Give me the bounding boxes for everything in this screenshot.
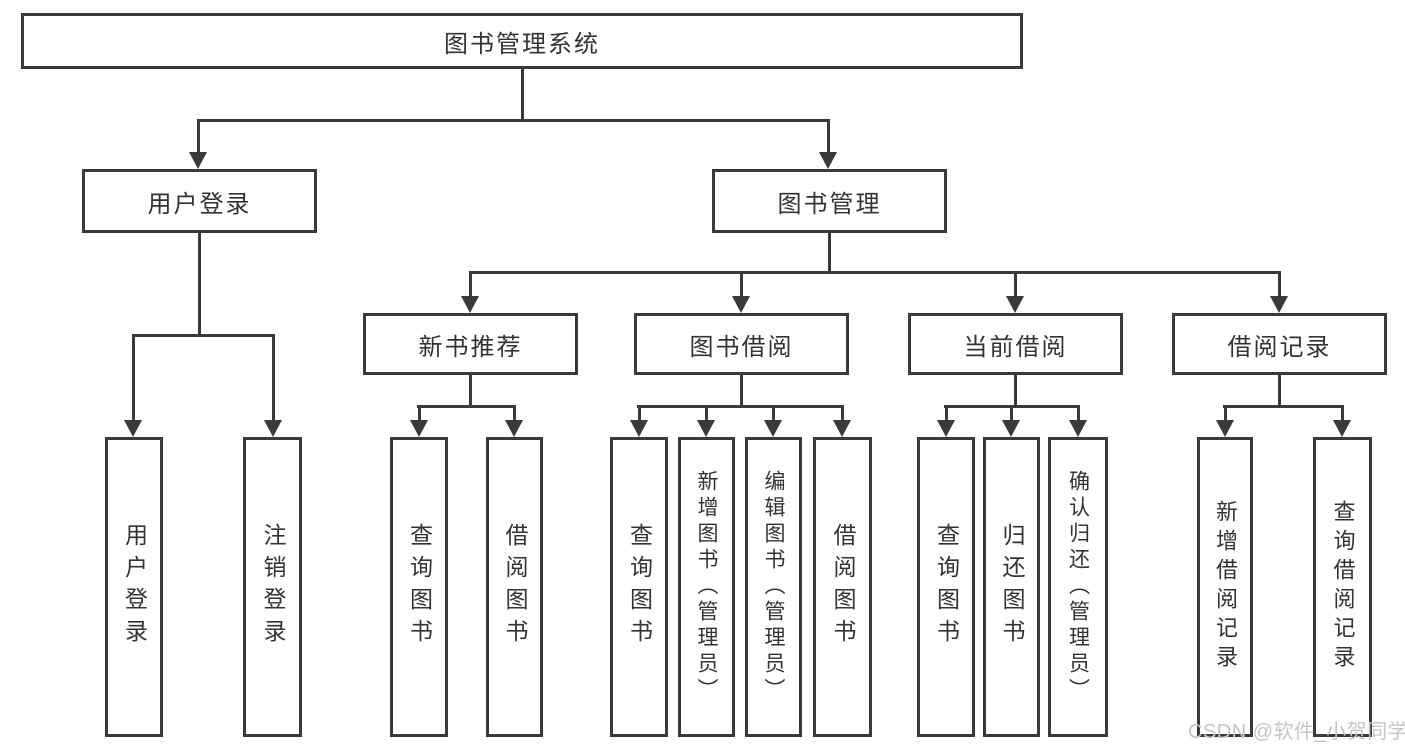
node-label: 图书借阅 — [689, 333, 794, 361]
connector-v-line — [1278, 375, 1281, 407]
node-book-borrow: 图书借阅 — [634, 313, 849, 375]
node-label: 新增借阅记录 — [1213, 500, 1238, 674]
connector-h-line — [944, 405, 1080, 408]
connector-v-line — [1341, 406, 1344, 424]
arrow-down-icon — [764, 420, 782, 437]
node-logout-login: 注销登录 — [243, 437, 302, 737]
node-borrow-books: 借阅图书 — [813, 437, 872, 737]
arrow-down-icon — [630, 420, 648, 437]
connector-h-line — [132, 334, 275, 337]
node-label: 查询图书 — [626, 523, 653, 651]
connector-v-line — [132, 335, 135, 425]
arrow-down-icon — [505, 420, 523, 437]
node-confirm-return-admin: 确认归还（管理员） — [1048, 437, 1108, 737]
node-user-login: 用户登录 — [105, 437, 163, 737]
connector-h-line — [417, 405, 516, 408]
node-user-login-module: 用户登录 — [82, 169, 317, 233]
node-label: 图书管理系统 — [444, 30, 600, 58]
connector-v-line — [1014, 272, 1017, 300]
arrow-down-icon — [819, 152, 837, 169]
node-query-books-current: 查询图书 — [917, 437, 975, 737]
node-query-borrow-record: 查询借阅记录 — [1313, 437, 1372, 737]
csdn-watermark: CSDN @软件_小贺同学 — [1188, 721, 1405, 743]
connector-v-line — [469, 375, 472, 407]
connector-v-line — [945, 406, 948, 424]
node-borrow-books-recommend: 借阅图书 — [486, 437, 543, 737]
arrow-down-icon — [410, 420, 428, 437]
node-label: 注销登录 — [260, 523, 286, 651]
node-label: 用户登录 — [147, 190, 252, 218]
connector-v-line — [772, 406, 775, 424]
arrow-down-icon — [264, 420, 282, 437]
node-library-system: 图书管理系统 — [21, 13, 1023, 69]
node-label: 借阅图书 — [830, 523, 856, 651]
node-book-management-module: 图书管理 — [712, 169, 947, 233]
connector-v-line — [705, 406, 708, 424]
node-label: 当前借阅 — [963, 333, 1068, 361]
arrow-down-icon — [461, 296, 479, 313]
arrow-down-icon — [189, 152, 207, 169]
arrow-down-icon — [124, 420, 142, 437]
node-label: 用户登录 — [121, 523, 148, 651]
arrow-down-icon — [1006, 296, 1024, 313]
connector-v-line — [197, 120, 200, 156]
connector-v-line — [740, 272, 743, 300]
node-add-books-admin: 新增图书（管理员） — [678, 437, 735, 737]
connector-v-line — [841, 406, 844, 424]
connector-v-line — [418, 406, 421, 424]
node-label: 借阅图书 — [502, 523, 528, 651]
arrow-down-icon — [1216, 420, 1234, 437]
arrow-down-icon — [1002, 420, 1020, 437]
connector-h-line — [1223, 405, 1344, 408]
connector-v-line — [740, 375, 743, 407]
node-new-book-recommend: 新书推荐 — [363, 313, 578, 375]
arrow-down-icon — [833, 420, 851, 437]
node-label: 图书管理 — [777, 190, 882, 218]
node-query-books-recommend: 查询图书 — [390, 437, 448, 737]
arrow-down-icon — [1069, 420, 1087, 437]
node-label: 编辑图书（管理员） — [762, 470, 785, 704]
connector-v-line — [272, 335, 275, 425]
connector-v-line — [1077, 406, 1080, 424]
node-label: 查询图书 — [933, 523, 960, 651]
connector-v-line — [1224, 406, 1227, 424]
connector-v-line — [1010, 406, 1013, 424]
connector-h-line — [197, 119, 830, 122]
connector-h-line — [469, 271, 1281, 274]
arrow-down-icon — [732, 296, 750, 313]
arrow-down-icon — [937, 420, 955, 437]
node-label: 归还图书 — [999, 523, 1025, 651]
node-return-books: 归还图书 — [983, 437, 1040, 737]
connector-v-line — [469, 272, 472, 300]
connector-h-line — [637, 405, 844, 408]
node-edit-books-admin: 编辑图书（管理员） — [745, 437, 802, 737]
connector-v-line — [513, 406, 516, 424]
connector-v-line — [638, 406, 641, 424]
node-label: 查询图书 — [406, 523, 433, 651]
node-borrow-records: 借阅记录 — [1172, 313, 1387, 375]
connector-v-line — [828, 233, 831, 274]
connector-v-line — [1014, 375, 1017, 407]
connector-v-line — [521, 66, 524, 120]
node-query-books-borrow: 查询图书 — [610, 437, 668, 737]
node-label: 新书推荐 — [418, 333, 523, 361]
node-label: 借阅记录 — [1227, 333, 1332, 361]
connector-v-line — [827, 120, 830, 156]
node-label: 确认归还（管理员） — [1066, 470, 1090, 704]
node-label: 查询借阅记录 — [1330, 500, 1356, 674]
node-add-borrow-record: 新增借阅记录 — [1197, 437, 1253, 737]
arrow-down-icon — [1270, 296, 1288, 313]
arrow-down-icon — [1333, 420, 1351, 437]
arrow-down-icon — [697, 420, 715, 437]
connector-v-line — [1278, 272, 1281, 300]
node-current-borrow: 当前借阅 — [908, 313, 1123, 375]
connector-v-line — [198, 233, 201, 336]
node-label: 新增图书（管理员） — [695, 470, 718, 704]
